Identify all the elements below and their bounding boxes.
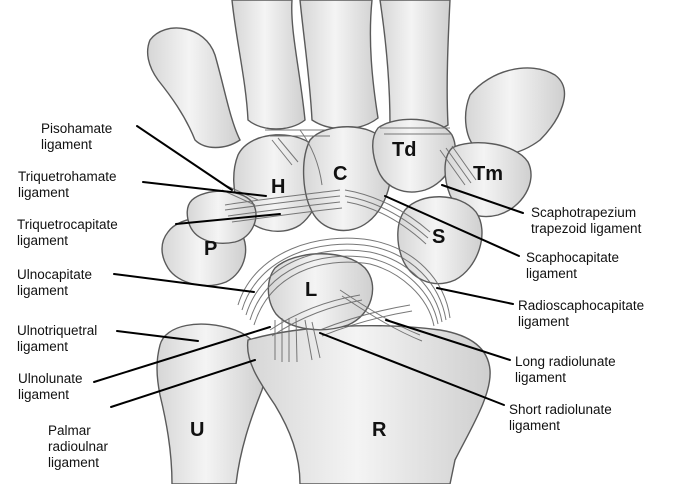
capitate-bone	[302, 126, 392, 232]
bone-label-radius: R	[372, 419, 387, 441]
bone-label-trapezium: Tm	[473, 163, 503, 185]
radius-bone	[246, 324, 491, 484]
pointer-radioscaphocapitate	[436, 287, 514, 305]
bone-label-ulna: U	[190, 419, 205, 441]
label-palmar-radioulnar-ligament: Palmar radioulnar ligament	[48, 423, 109, 470]
metacarpal-3	[299, 0, 379, 130]
label-long-radiolunate-ligament: Long radiolunate ligament	[515, 354, 616, 385]
label-pisohamate-ligament: Pisohamate ligament	[41, 121, 113, 152]
metacarpal-2	[379, 0, 451, 134]
pointer-palmar-radioulnar	[110, 359, 256, 408]
label-radioscaphocapitate-ligament: Radioscaphocapitate ligament	[518, 298, 645, 329]
pointer-ulnotriquetral	[116, 330, 199, 342]
pointer-long-radiolunate	[385, 319, 511, 361]
label-scaphocapitate-ligament: Scaphocapitate ligament	[526, 250, 620, 281]
lunate-bone	[267, 253, 374, 331]
pointer-scaphotrapezium	[441, 184, 524, 214]
pointer-short-radiolunate	[319, 332, 505, 406]
pointer-triquetrohamate	[142, 181, 267, 197]
label-short-radiolunate-ligament: Short radiolunate ligament	[509, 402, 612, 433]
pointer-ulnocapitate	[113, 273, 255, 293]
pointer-lines	[93, 125, 524, 408]
metacarpal-5	[146, 27, 241, 149]
label-ulnolunate-ligament: Ulnolunate ligament	[18, 371, 83, 402]
bone-label-lunate: L	[305, 279, 318, 301]
label-ulnocapitate-ligament: Ulnocapitate ligament	[17, 267, 93, 298]
forearm-bones	[156, 323, 491, 484]
label-scaphotrapezium-ligament: Scaphotrapezium trapezoid ligament	[531, 205, 642, 236]
bone-label-scaphoid: S	[432, 226, 446, 248]
pointer-triquetrocapitate	[175, 213, 281, 225]
bone-label-capitate: C	[333, 163, 348, 185]
label-triquetrohamate-ligament: Triquetrohamate ligament	[18, 169, 117, 200]
carpal-bones	[161, 118, 532, 331]
bone-label-hamate: H	[271, 176, 286, 198]
label-ulnotriquetral-ligament: Ulnotriquetral ligament	[17, 323, 98, 354]
trapezium-bone	[444, 142, 532, 218]
label-triquetrocapitate-ligament: Triquetrocapitate ligament	[17, 217, 118, 248]
bone-label-pisiform: P	[204, 238, 218, 260]
trapezoid-bone	[372, 118, 456, 193]
metacarpal-4	[231, 0, 306, 130]
pointer-pisohamate	[136, 125, 233, 191]
pointer-ulnolunate	[93, 326, 271, 383]
ulna-bone	[156, 323, 266, 484]
bone-label-trapezoid: Td	[392, 139, 417, 161]
pointer-scaphocapitate	[384, 195, 520, 257]
